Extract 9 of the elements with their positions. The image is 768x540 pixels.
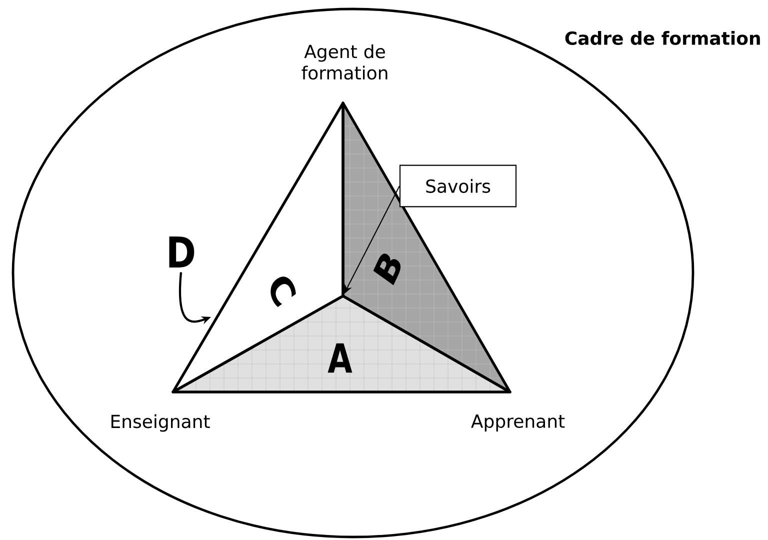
region-letter: A [328, 343, 352, 373]
vertex-label: Apprenant [471, 414, 565, 432]
region-letter: C [270, 276, 296, 307]
vertex-label: Agent de formation [302, 44, 388, 80]
region-letter: B [373, 254, 401, 286]
vertex-label: Enseignant [112, 414, 210, 432]
text-box: Savoirs [399, 164, 517, 208]
frame-title: Cadre de formation [565, 31, 760, 45]
callout-letter: D [169, 236, 194, 268]
